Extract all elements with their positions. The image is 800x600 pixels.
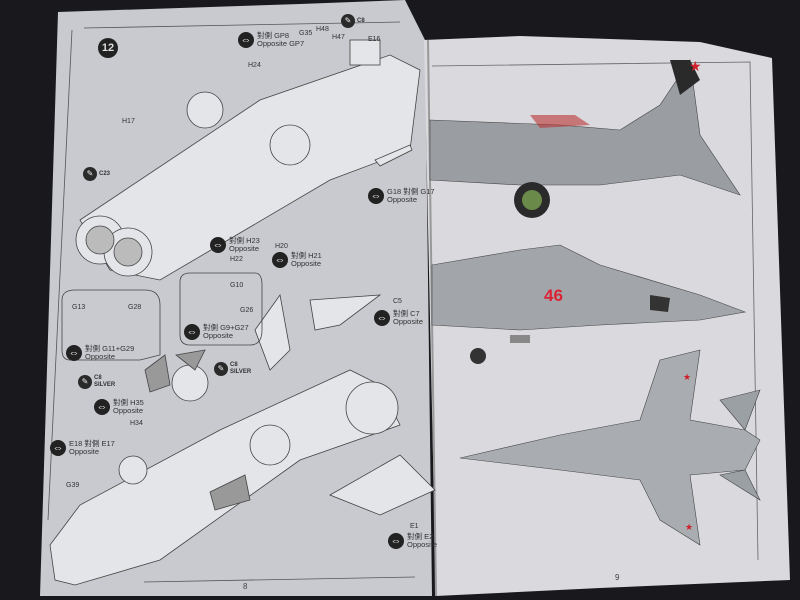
double-arrow-icon: ⇔ [94, 399, 110, 415]
note-text: 對側 E2 [407, 532, 434, 541]
part-label: H24 [248, 62, 261, 69]
note-text: Opposite [229, 244, 260, 253]
part-label: G10 [230, 282, 244, 289]
page-number-left: 8 [243, 582, 248, 591]
double-arrow-icon: ⇔ [374, 310, 390, 326]
note-text: Opposite [291, 259, 322, 268]
aircraft-top-profile [431, 244, 747, 364]
fuselage-drawing-upper [75, 39, 421, 281]
part-label: G13 [72, 304, 86, 311]
double-arrow-icon: ⇔ [238, 32, 254, 48]
svg-text:★: ★ [689, 58, 702, 74]
double-arrow-icon: ⇔ [184, 324, 200, 340]
note-text: 對側 C7 [393, 309, 420, 318]
part-label: G26 [240, 307, 254, 314]
paintbrush-icon: ✎ [341, 14, 355, 28]
note-text: Opposite [387, 195, 418, 204]
part-label: G39 [66, 482, 80, 489]
double-arrow-icon: ⇔ [272, 252, 288, 268]
double-arrow-icon: ⇔ [210, 237, 226, 253]
paint-note-text: SILVER [230, 369, 252, 375]
double-arrow-icon: ⇔ [368, 188, 384, 204]
note-text: 對側 H21 [291, 251, 322, 260]
note-text: 對側 G9+G27 [203, 323, 249, 332]
note-text: Opposite [113, 406, 144, 415]
part-label: C5 [393, 298, 402, 305]
svg-text:★: ★ [685, 522, 693, 532]
double-arrow-icon: ⇔ [66, 345, 82, 361]
note-text: Opposite [393, 317, 424, 326]
fuselage-drawing-lower [49, 272, 436, 586]
paint-note: ✎C8 [341, 14, 365, 28]
note-text: G18 對側 G17 [387, 187, 435, 196]
part-label: G28 [128, 304, 142, 311]
part-label: H17 [122, 118, 135, 125]
part-label: H47 [332, 34, 345, 41]
step-number: 12 [98, 38, 118, 58]
paintbrush-icon: ✎ [78, 375, 92, 389]
aircraft-underside-view: ★ ★ ★ [459, 58, 761, 546]
aircraft-number: 46 [544, 286, 563, 305]
note-text: 對側 H35 [113, 398, 144, 407]
note-text: Opposite [69, 447, 100, 456]
paintbrush-icon: ✎ [83, 167, 97, 181]
note-text: Opposite [85, 352, 116, 361]
part-label: E1 [410, 523, 419, 530]
note-text: Opposite GP7 [257, 39, 305, 48]
double-arrow-icon: ⇔ [388, 533, 404, 549]
paint-code: C8 [94, 375, 102, 381]
part-label: H22 [230, 256, 243, 263]
note-text: Opposite [407, 540, 438, 549]
paint-note-text: SILVER [94, 382, 116, 388]
paint-code: C23 [99, 170, 111, 177]
part-label: H20 [275, 243, 288, 250]
paint-note: ✎C23 [83, 167, 110, 181]
note-text: 對側 GP8 [257, 31, 290, 40]
paint-code: C8 [357, 17, 365, 24]
note-text: 對側 G11+G29 [85, 344, 135, 353]
page-number-right: 9 [615, 573, 620, 582]
paintbrush-icon: ✎ [214, 362, 228, 376]
part-label: E16 [368, 36, 381, 43]
note-text: E18 對側 E17 [69, 439, 115, 448]
part-label: H48 [316, 26, 329, 33]
part-label: G35 [299, 30, 313, 37]
svg-text:★: ★ [683, 372, 691, 382]
paint-code: C8 [230, 362, 238, 368]
part-label: H34 [130, 420, 143, 427]
aircraft-side-view [429, 59, 741, 218]
note-text: 對側 H23 [229, 236, 260, 245]
double-arrow-icon: ⇔ [50, 440, 66, 456]
note-text: Opposite [203, 331, 234, 340]
